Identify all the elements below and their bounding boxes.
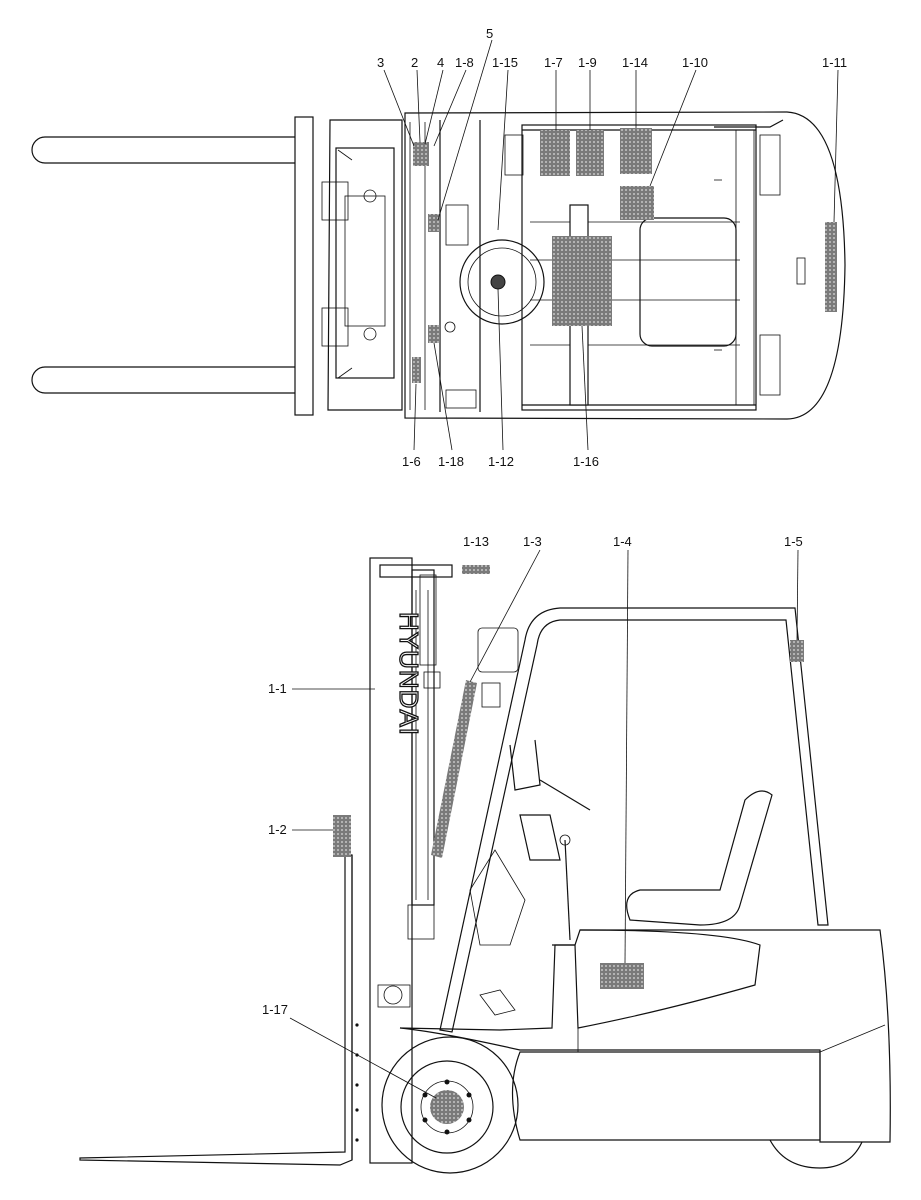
- decal-1-14: [620, 128, 652, 174]
- label-1-10: 1-10: [682, 55, 708, 70]
- label-1-11: 1-11: [822, 55, 847, 70]
- label-1-12: 1-12: [488, 454, 514, 469]
- decal-1-3: [431, 680, 477, 858]
- label-1-1: 1-1: [268, 681, 287, 696]
- label-1-15: 1-15: [492, 55, 518, 70]
- side-overhead-guard: [439, 607, 829, 1033]
- label-2: 2: [411, 55, 418, 70]
- decal-1-6: [412, 357, 421, 383]
- side-fork: [79, 854, 353, 1166]
- side-front-wheel: [381, 1036, 519, 1174]
- top-forks: [31, 116, 314, 416]
- decal-1-17: [430, 1090, 464, 1124]
- label-1-14: 1-14: [622, 55, 648, 70]
- label-3: 3: [377, 55, 384, 70]
- label-1-16: 1-16: [573, 454, 599, 469]
- label-1-18: 1-18: [438, 454, 464, 469]
- top-labels: 3 2 4 1-8 5 1-15 1-7 1-9 1-14 1-10 1-11 …: [377, 26, 847, 469]
- side-body: [399, 739, 891, 1169]
- side-labels: 1-13 1-3 1-4 1-5 1-1 1-2 1-17: [262, 534, 803, 1017]
- label-1-8: 1-8: [455, 55, 474, 70]
- decal-1-11: [825, 222, 837, 312]
- label-1-2: 1-2: [268, 822, 287, 837]
- label-1-5: 1-5: [784, 534, 803, 549]
- label-1-3: 1-3: [523, 534, 542, 549]
- label-1-13: 1-13: [463, 534, 489, 549]
- top-mast: [321, 119, 403, 411]
- label-1-9: 1-9: [578, 55, 597, 70]
- decal-1-13: [462, 565, 490, 574]
- top-decals: [412, 128, 837, 383]
- top-leaders: [383, 39, 839, 451]
- decal-1-16: [552, 236, 612, 326]
- mast-brand-logo: HYUNDAI: [394, 612, 424, 736]
- label-5: 5: [486, 26, 493, 41]
- decal-1-10: [620, 186, 654, 220]
- decal-1-7: [540, 130, 570, 176]
- decal-2: [413, 142, 429, 166]
- decal-5: [428, 214, 440, 232]
- decal-1-4: [600, 963, 644, 989]
- side-mast: HYUNDAI: [355, 557, 453, 1164]
- decal-1-5: [790, 640, 804, 662]
- decal-1-2: [333, 815, 351, 857]
- side-leaders: [289, 549, 799, 1099]
- top-view: 3 2 4 1-8 5 1-15 1-7 1-9 1-14 1-10 1-11 …: [31, 26, 847, 469]
- label-1-7: 1-7: [544, 55, 563, 70]
- label-1-6: 1-6: [402, 454, 421, 469]
- label-1-4: 1-4: [613, 534, 632, 549]
- decal-1-18: [428, 325, 440, 343]
- decal-1-9: [576, 130, 604, 176]
- side-decals: [333, 565, 804, 1124]
- side-view: HYUNDAI: [79, 534, 891, 1174]
- label-4: 4: [437, 55, 444, 70]
- label-1-17: 1-17: [262, 1002, 288, 1017]
